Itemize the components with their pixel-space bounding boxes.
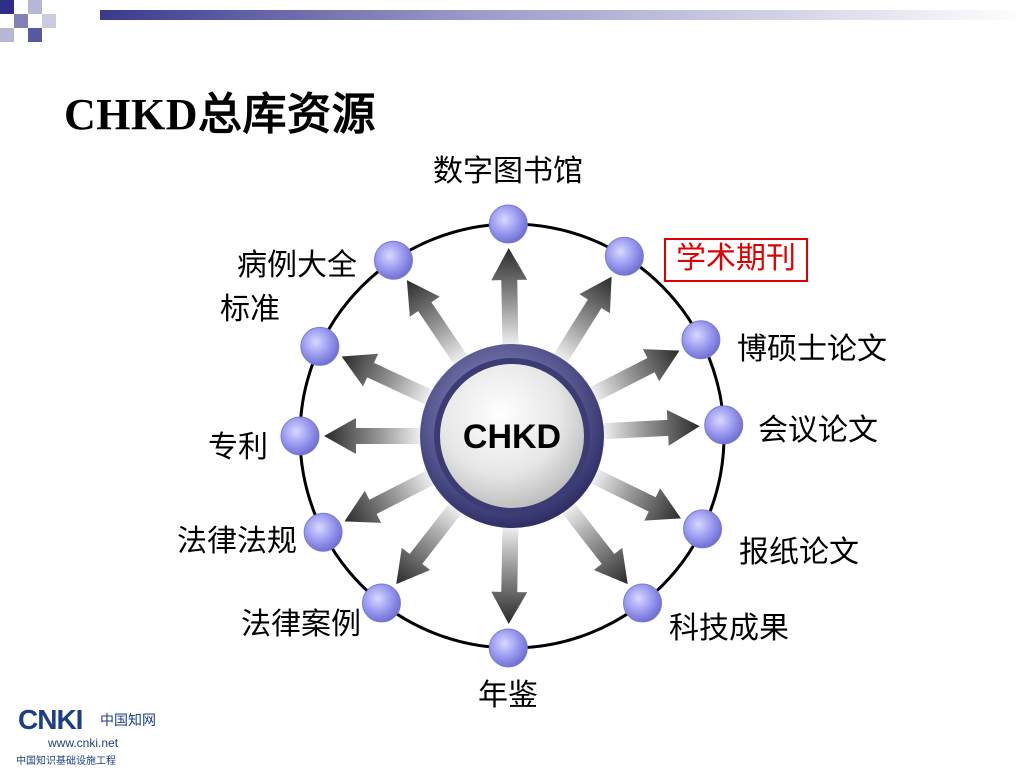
page-title: CHKD总库资源	[64, 90, 376, 139]
corner-square-4	[0, 28, 14, 42]
label-case-collection: 病例大全	[237, 248, 357, 283]
arrow-patents	[324, 418, 428, 454]
node-patents	[280, 416, 320, 456]
corner-square-3	[28, 0, 42, 14]
node-laws	[303, 512, 343, 552]
top-gradient-band	[100, 10, 1024, 20]
arrow-standards	[341, 353, 440, 408]
hub-center	[440, 364, 584, 508]
node-legal-cases	[361, 583, 401, 623]
node-dissertations	[681, 320, 721, 360]
arrow-yearbook	[491, 519, 528, 624]
label-standards: 标准	[220, 292, 280, 327]
label-laws: 法律法规	[177, 524, 297, 559]
label-sci-tech: 科技成果	[669, 611, 789, 646]
label-newspapers: 报纸论文	[739, 535, 859, 570]
arrow-newspapers	[583, 465, 681, 521]
node-case-collection	[373, 240, 413, 280]
logo-url: www.cnki.net	[48, 736, 119, 750]
node-digital-library	[488, 204, 528, 244]
label-dissertations: 博硕士论文	[737, 332, 887, 367]
arrow-conference	[595, 409, 700, 446]
node-sci-tech	[623, 583, 663, 623]
node-yearbook	[488, 628, 528, 668]
node-standards	[300, 326, 340, 366]
label-yearbook: 年鉴	[478, 678, 538, 713]
logo-chinese: 中国知网	[100, 713, 156, 729]
label-legal-cases: 法律案例	[241, 607, 361, 642]
arrow-case-collection	[406, 280, 472, 371]
label-conference: 会议论文	[758, 413, 878, 448]
corner-square-2	[14, 14, 28, 28]
logo-mark: CNKI	[18, 704, 83, 735]
label-journals: 学术期刊	[664, 238, 808, 282]
node-newspapers	[683, 509, 723, 549]
arrow-digital-library	[491, 248, 528, 353]
arrow-laws	[344, 467, 441, 523]
corner-square-1	[0, 0, 14, 14]
label-patents: 专利	[208, 430, 268, 465]
arrow-journals	[549, 276, 612, 370]
arrow-dissertations	[583, 349, 680, 405]
node-conference	[704, 405, 744, 445]
hub-label: CHKD	[463, 418, 561, 456]
arrow-sci-tech	[557, 497, 628, 585]
label-digital-library: 数字图书馆	[433, 154, 583, 189]
corner-square-5	[28, 28, 42, 42]
node-journals	[604, 236, 644, 276]
cnki-logo: CNKI 中国知网 www.cnki.net 中国知识基础设施工程	[14, 704, 174, 767]
logo-subtitle: 中国知识基础设施工程	[16, 756, 116, 767]
corner-square-6	[42, 14, 56, 28]
arrow-legal-cases	[396, 497, 467, 585]
